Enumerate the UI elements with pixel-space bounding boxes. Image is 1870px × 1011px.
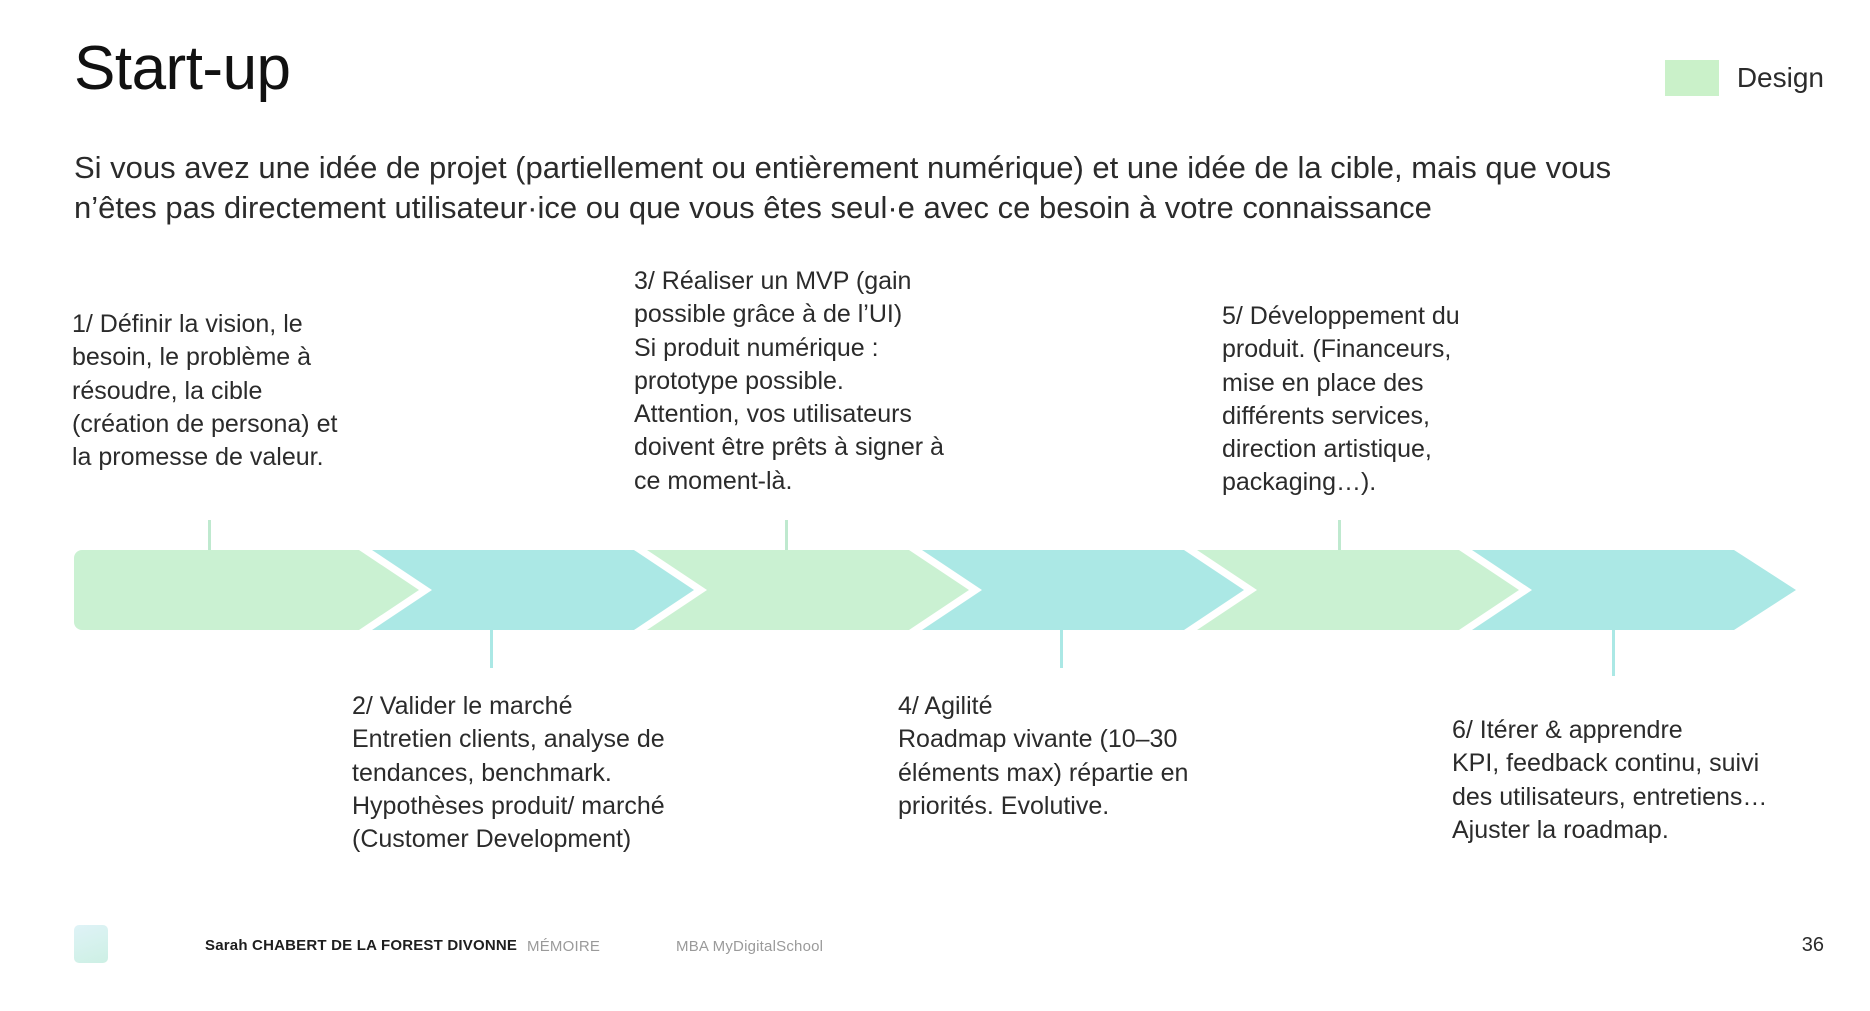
subtitle-line-1: Si vous avez une idée de projet (partiel… — [74, 150, 1612, 185]
step-note-5: 5/ Développement du produit. (Financeurs… — [1222, 302, 1460, 497]
connector-tick-5 — [1338, 520, 1341, 556]
chevron-segment-2 — [372, 550, 694, 630]
step-note-1: 1/ Définir la vision, le besoin, le prob… — [72, 310, 338, 471]
page-number: 36 — [1801, 934, 1824, 956]
legend-label-design: Design — [1736, 62, 1824, 93]
footer-memoire-label: MÉMOIRE — [527, 938, 601, 955]
step-note-4: 4/ Agilité Roadmap vivante (10–30 élémen… — [898, 692, 1189, 820]
chevron-segment-3 — [647, 550, 969, 630]
page-title: Start-up — [74, 34, 291, 103]
process-chevron-band — [74, 550, 1796, 630]
chevron-svg — [74, 550, 1796, 630]
chevron-segment-4 — [922, 550, 1244, 630]
connector-tick-1 — [208, 520, 211, 556]
subtitle-line-2: n’êtes pas directement utilisateur·ice o… — [74, 189, 1432, 225]
step-note-2: 2/ Valider le marché Entretien clients, … — [352, 692, 665, 853]
footer-school-label: MBA MyDigitalSchool — [676, 938, 824, 955]
step-note-3: 3/ Réaliser un MVP (gain possible grâce … — [634, 267, 944, 495]
connector-tick-6 — [1612, 630, 1615, 676]
legend: Design — [1664, 60, 1824, 96]
legend-swatch-design — [1664, 60, 1719, 96]
chevron-segment-5 — [1197, 550, 1519, 630]
connector-tick-2 — [490, 630, 493, 668]
connector-tick-3 — [785, 520, 788, 556]
chevron-segment-6 — [1472, 550, 1796, 630]
connector-tick-4 — [1060, 630, 1063, 668]
chevron-segment-1 — [74, 550, 419, 630]
footer-author: Sarah CHABERT DE LA FOREST DIVONNE — [205, 937, 518, 954]
footer-logo-icon — [74, 925, 108, 963]
subtitle: Si vous avez une idée de projet (partiel… — [74, 148, 1794, 227]
step-note-6: 6/ Itérer & apprendre KPI, feedback cont… — [1452, 716, 1768, 844]
